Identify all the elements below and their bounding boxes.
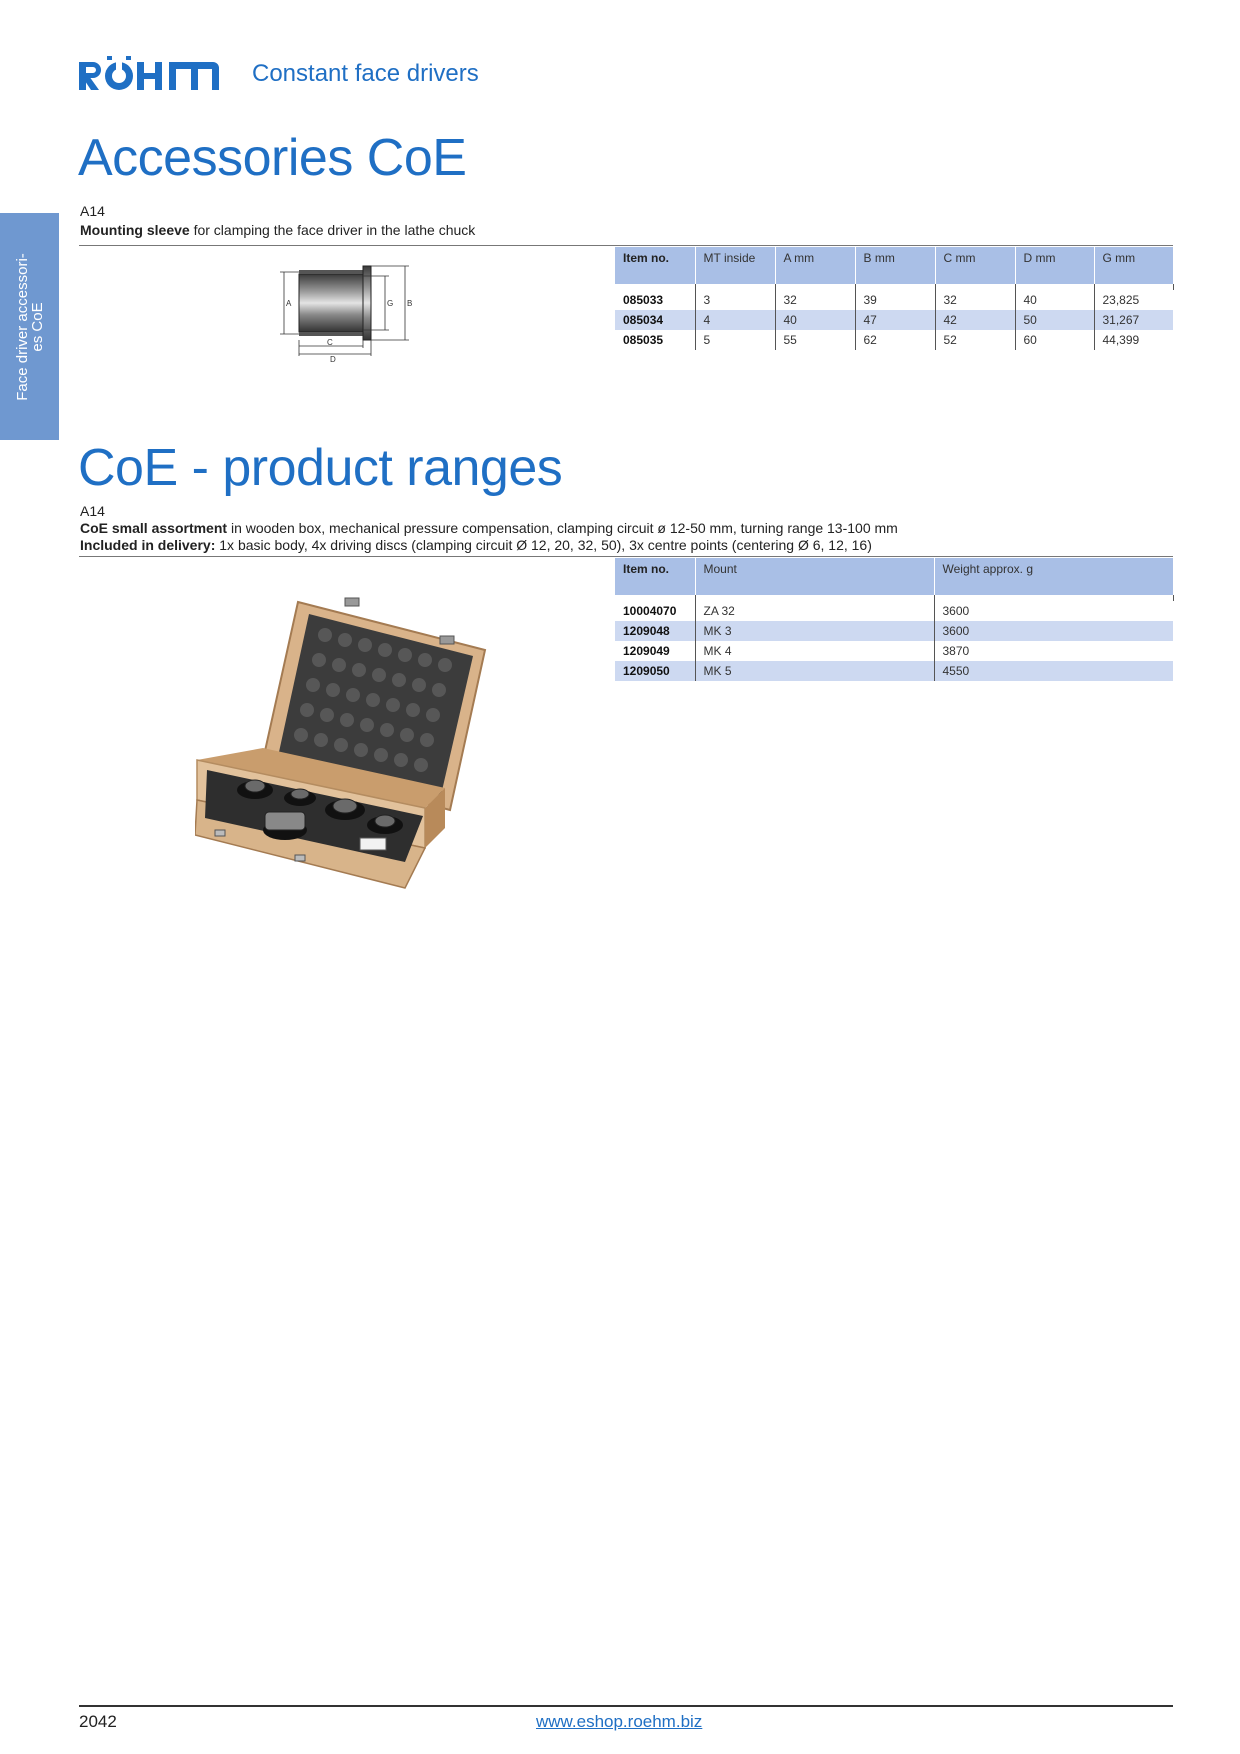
- item-number-cell: 1209049: [615, 641, 696, 661]
- dim-label-c: C: [327, 338, 333, 347]
- item-number-cell: 10004070: [615, 601, 696, 621]
- table-cell: 23,825: [1102, 293, 1140, 307]
- table-cell: 44,399: [1102, 333, 1140, 347]
- table-cell: 31,267: [1094, 310, 1173, 330]
- section1-code: A14: [80, 203, 105, 219]
- section-title-accessories: Accessories CoE: [78, 129, 467, 187]
- table-cell: 40: [1015, 290, 1095, 310]
- table-cell: 60: [1015, 330, 1095, 350]
- table-cell: 3: [695, 290, 776, 310]
- table-cell: 62: [855, 330, 936, 350]
- table-cell: ZA 32: [695, 601, 935, 621]
- table-cell: 42: [935, 310, 1016, 330]
- footer-shop-link[interactable]: www.eshop.roehm.biz: [536, 1712, 703, 1731]
- column-header: Weight approx. g: [934, 558, 1173, 595]
- footer-divider: [79, 1705, 1173, 1707]
- side-tab-label: Face driver accessori- es CoE: [13, 252, 46, 401]
- section2-divider: [79, 556, 1173, 557]
- table-cell: MK 4: [695, 641, 935, 661]
- table-cell: 39: [855, 290, 936, 310]
- dim-label-g: G: [387, 299, 393, 308]
- table-cell: 32: [775, 290, 856, 310]
- dim-label-b: B: [407, 299, 412, 308]
- dim-label-a: A: [286, 299, 292, 308]
- table-cell: 4: [695, 310, 776, 330]
- column-header: Item no.: [615, 558, 696, 595]
- table-cell: MK 5: [695, 661, 935, 681]
- item-number-cell: 085033: [615, 290, 696, 310]
- page-number: 2042: [79, 1712, 117, 1731]
- item-number-cell: 1209050: [615, 661, 696, 681]
- table-cell: 3870: [942, 644, 970, 658]
- item-number-cell: 085034: [615, 310, 696, 330]
- table-cell: 50: [1015, 310, 1095, 330]
- column-header: Item no.: [615, 247, 696, 284]
- section2-description: CoE small assortment in wooden box, mech…: [80, 520, 898, 536]
- column-header: MT inside: [695, 247, 776, 284]
- column-header: B mm: [855, 247, 936, 284]
- section1-description: Mounting sleeve for clamping the face dr…: [80, 222, 476, 238]
- section2-delivery: Included in delivery: 1x basic body, 4x …: [80, 537, 872, 553]
- table-spacer-row: [615, 284, 1174, 290]
- section2-code: A14: [80, 503, 105, 519]
- table-cell: 3600: [934, 621, 1173, 641]
- table-cell: 52: [935, 330, 1016, 350]
- table-cell: MK 3: [695, 621, 935, 641]
- table-cell: 4550: [934, 661, 1173, 681]
- section1-divider: [79, 245, 1173, 246]
- table-cell: 3600: [942, 604, 970, 618]
- roehm-logo: [79, 56, 219, 90]
- table-spacer-row: [615, 595, 1174, 601]
- table-cell: 32: [935, 290, 1016, 310]
- column-header: D mm: [1015, 247, 1095, 284]
- wooden-box-assortment-image: [195, 597, 487, 889]
- item-number-cell: 1209048: [615, 621, 696, 641]
- column-header: A mm: [775, 247, 856, 284]
- side-section-tab[interactable]: Face driver accessori- es CoE: [0, 213, 59, 440]
- section-title-product-ranges: CoE - product ranges: [78, 439, 563, 497]
- dim-label-d: D: [330, 355, 336, 362]
- column-header: G mm: [1094, 247, 1173, 284]
- mounting-sleeve-drawing: A G B C D: [280, 265, 412, 362]
- item-number-cell: 085035: [615, 330, 696, 350]
- header-subtitle: Constant face drivers: [252, 60, 479, 87]
- table-cell: 47: [855, 310, 936, 330]
- column-header: C mm: [935, 247, 1016, 284]
- table-cell: 5: [695, 330, 776, 350]
- table-cell: 40: [775, 310, 856, 330]
- column-header: Mount: [695, 558, 935, 595]
- table-cell: 55: [775, 330, 856, 350]
